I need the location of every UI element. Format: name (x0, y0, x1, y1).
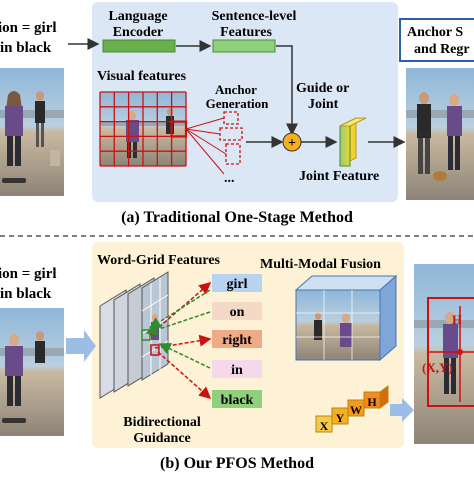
traditional-method-section: ion = girl in black Language Encoder Sen… (0, 2, 474, 226)
anchor-selection-box (399, 18, 474, 62)
word-on: on (230, 305, 245, 320)
anchor-generation-label-1: Anchor (215, 82, 257, 97)
bottom-query-line1: ion = girl (0, 266, 57, 282)
features-to-fusion-arrow (276, 45, 298, 136)
bottom-caption: (b) Our PFOS Method (160, 455, 314, 472)
pfos-method-section: ion = girl in black Word-Grid Features (0, 242, 474, 472)
top-query-line1: ion = girl (0, 20, 57, 36)
fusion-cube (294, 274, 398, 362)
bidirectional-label-1: Bidirectional (123, 415, 201, 430)
box-label-y: Y (336, 411, 345, 425)
fusion-to-output-arrow (390, 398, 414, 422)
box-label-w: W (350, 403, 362, 417)
word-box-on (212, 302, 262, 320)
guide-joint-label-2: Joint (308, 97, 339, 112)
anchor-generation-label-2: Generation (206, 96, 270, 111)
guide-joint-label-1: Guide or (296, 81, 349, 96)
sentence-features-label-1: Sentence-level (212, 9, 297, 24)
word-grid-stack (99, 271, 169, 399)
input-to-grid-arrow (66, 330, 96, 362)
bottom-output-photo (414, 264, 474, 444)
top-query-line2: in black (0, 40, 52, 56)
bidirectional-arrows (145, 282, 212, 399)
visual-features-label: Visual features (97, 69, 187, 84)
bottom-query-line2: in black (0, 286, 52, 302)
sentence-features-label-2: Features (220, 25, 272, 40)
box-label-h: H (367, 395, 377, 409)
language-encoder-bar (102, 39, 176, 53)
joint-feature-label: Joint Feature (299, 169, 379, 184)
word-girl: girl (227, 277, 248, 292)
word-in: in (231, 363, 243, 378)
top-output-photo (406, 68, 474, 200)
center-xy-label: (X,Y) (422, 360, 453, 375)
top-caption: (a) Traditional One-Stage Method (121, 209, 353, 226)
word-box-black (212, 390, 262, 408)
word-tokens: girl on right in black (212, 274, 262, 408)
word-box-girl (212, 274, 262, 292)
anchor-selection-label-2: and Regr (414, 42, 470, 57)
word-box-in (212, 360, 262, 378)
grid-to-anchor-lines (185, 117, 227, 175)
bottom-input-photo (0, 308, 64, 436)
xywh-prediction-cubes (315, 385, 389, 433)
fusion-plus-sign: + (288, 136, 296, 151)
box-label-x: X (320, 419, 329, 433)
height-label: H (452, 312, 462, 327)
visual-feature-grid (99, 91, 188, 167)
bidirectional-label-2: Guidance (133, 431, 191, 446)
sentence-features-bar (212, 39, 276, 53)
multimodal-fusion-label: Multi-Modal Fusion (260, 257, 381, 272)
word-grid-label: Word-Grid Features (97, 253, 221, 268)
language-encoder-label-2: Encoder (113, 25, 164, 40)
word-box-right (212, 330, 262, 348)
top-input-photo (0, 68, 64, 196)
joint-feature-block (339, 117, 367, 167)
word-right: right (222, 333, 252, 348)
anchor-selection-label-1: Anchor S (407, 25, 463, 40)
language-encoder-label-1: Language (108, 9, 167, 24)
anchor-ellipsis: ... (224, 171, 235, 186)
word-black: black (221, 393, 254, 408)
